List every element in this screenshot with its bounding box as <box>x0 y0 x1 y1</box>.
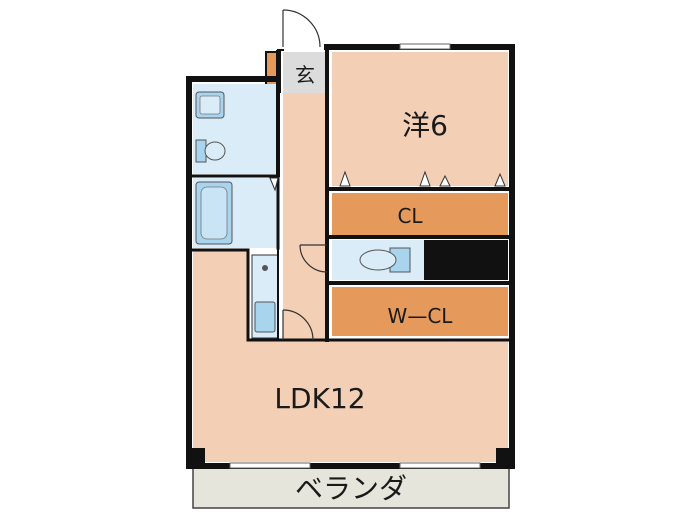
washbasin-icon <box>195 91 225 119</box>
walk-in-closet-area <box>332 287 508 336</box>
kitchen-sink-icon <box>254 301 276 333</box>
pipe-space <box>424 240 508 280</box>
ldk-area <box>193 250 508 462</box>
windows <box>229 43 481 469</box>
washroom-toilet-icon <box>195 139 226 163</box>
veranda-area <box>192 465 510 509</box>
entrance-area <box>283 52 327 93</box>
sliding-doors <box>269 170 506 192</box>
stove-icon <box>262 265 268 271</box>
pillar <box>496 448 512 466</box>
western-room-label: 洋6 <box>402 109 448 142</box>
closet-label: CL <box>397 204 423 228</box>
ldk-label: LDK12 <box>274 382 365 415</box>
entrance-label: 玄 <box>295 63 315 87</box>
doors <box>282 9 328 341</box>
bathtub-icon <box>195 181 233 245</box>
walls <box>186 44 515 469</box>
toilet-icon <box>359 247 411 273</box>
veranda-label: ベランダ <box>295 472 407 505</box>
pillar <box>189 448 205 466</box>
western-room-area <box>332 52 508 186</box>
closet-area <box>332 193 508 235</box>
hallway-area <box>283 93 327 340</box>
walk-in-closet-label: W—CL <box>388 304 454 328</box>
